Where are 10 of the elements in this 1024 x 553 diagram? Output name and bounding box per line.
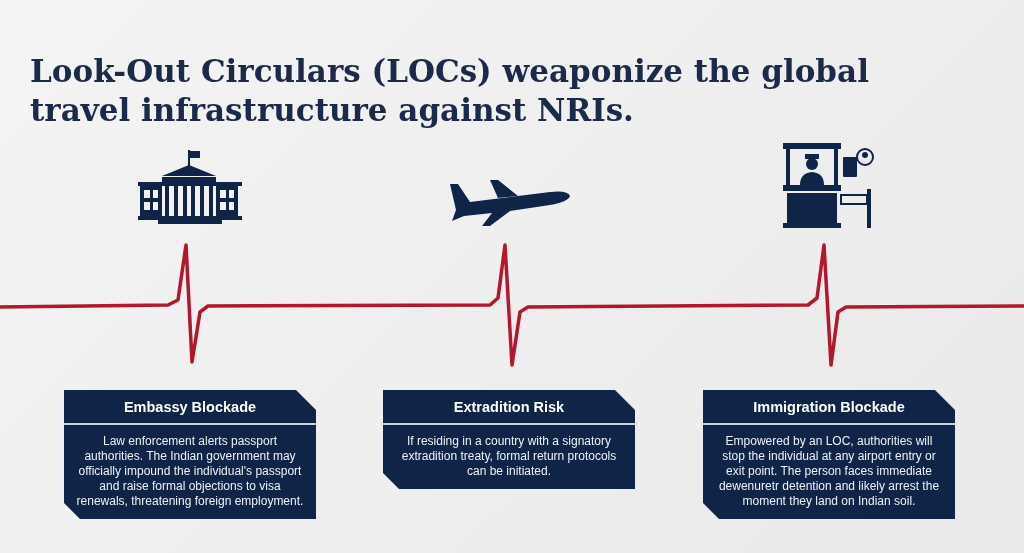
card-heading: Immigration Blockade: [703, 390, 955, 425]
card-heading: Embassy Blockade: [64, 390, 316, 425]
card-heading: Extradition Risk: [383, 390, 635, 425]
info-card: [383, 390, 635, 489]
card-description: If residing in a country with a signatory extradition treaty, formal return protocols can be initiated.: [400, 433, 618, 480]
info-card: [703, 390, 955, 519]
info-card: [64, 390, 316, 519]
card-description: Empowered by an LOC, authorities will stop the individual at any airport entry or exit point. The person faces immediate dewenuretr detention and likely arrest the moment they land on Indian soil.: [717, 433, 941, 510]
card-description: Law enforcement alerts passport authorities. The Indian government may officially impound the individual's passport and raise formal objections to visa renewals, threatening foreign employment.: [75, 433, 305, 510]
title: Look-Out Circulars (LOCs) weaponize the global travel infrastructure against NRIs.: [30, 52, 870, 130]
